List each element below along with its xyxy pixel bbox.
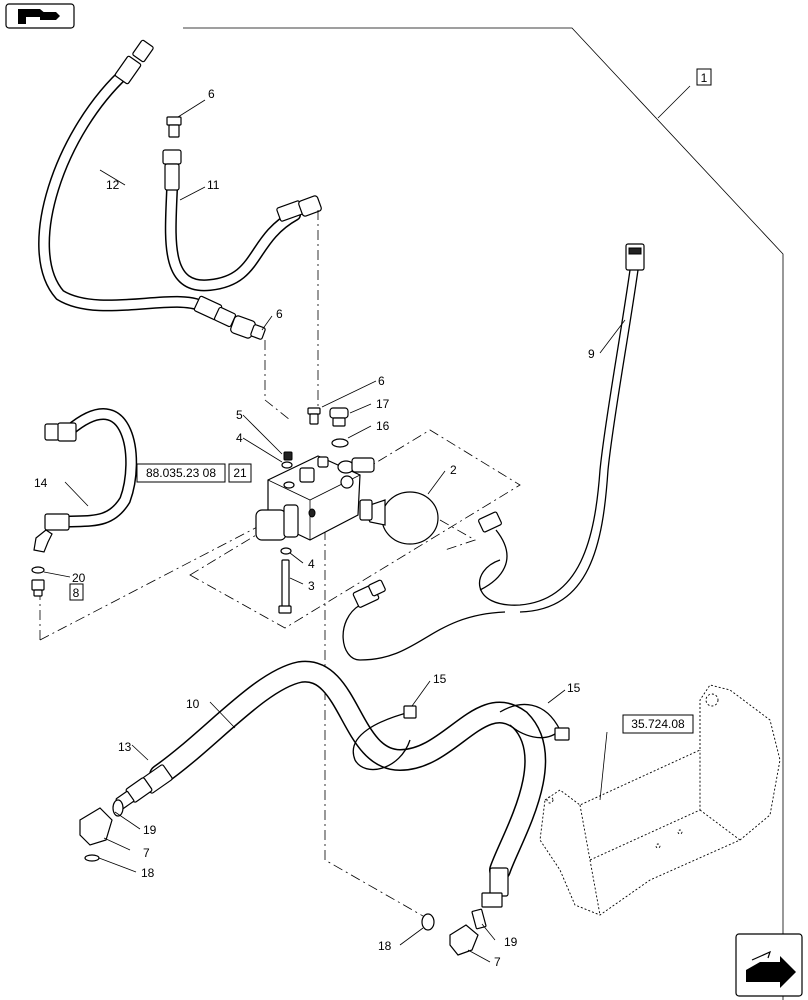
- plug-17: [329, 407, 349, 427]
- callout-10: 10: [186, 697, 200, 711]
- book-arrow-icon[interactable]: [5, 3, 75, 29]
- callout-15b: 15: [567, 681, 581, 695]
- hose-11: [162, 149, 322, 292]
- callout-18b: 18: [378, 939, 392, 953]
- callout-21: 21: [233, 466, 247, 480]
- callout-15a: 15: [433, 672, 447, 686]
- callout-6b: 6: [378, 374, 385, 388]
- callout-9: 9: [588, 347, 595, 361]
- callout-4b: 4: [308, 557, 315, 571]
- hose-10: [115, 660, 547, 908]
- callout-5: 5: [236, 408, 243, 422]
- callout-19b: 19: [504, 935, 518, 949]
- fitting-6b: [307, 407, 321, 425]
- fitting-6c: [230, 315, 266, 340]
- fitting-6a: [166, 116, 182, 138]
- clamp-15b: [499, 703, 570, 741]
- callout-4a: 4: [236, 431, 243, 445]
- callout-7a: 7: [143, 846, 150, 860]
- callout-17: 17: [376, 397, 390, 411]
- callout-13: 13: [118, 740, 132, 754]
- accumulator-2: [359, 491, 439, 545]
- callout-12: 12: [106, 178, 120, 192]
- callout-labels: 1 2 3 4 4 5 6 6 6 7 7 8 9 10 11 12 13 14…: [34, 68, 712, 969]
- callout-8: 8: [73, 586, 80, 600]
- callout-7b: 7: [494, 955, 501, 969]
- tray-35-724-08: [539, 684, 781, 916]
- harness-9: [342, 243, 645, 661]
- callout-2: 2: [450, 463, 457, 477]
- callout-20: 20: [72, 571, 86, 585]
- clamp-15a: [352, 705, 417, 771]
- callout-16: 16: [376, 419, 390, 433]
- callout-14: 14: [34, 476, 48, 490]
- callout-19a: 19: [143, 823, 157, 837]
- callout-1: 1: [701, 71, 708, 85]
- callout-6c: 6: [276, 307, 283, 321]
- elbow-7b: [421, 908, 487, 956]
- callout-3: 3: [308, 579, 315, 593]
- next-page-arrow-icon[interactable]: [735, 933, 803, 997]
- reference-valve[interactable]: 88.035.23 08: [146, 466, 216, 480]
- hose-14: [33, 408, 138, 553]
- callout-11: 11: [207, 178, 220, 192]
- hose-12: [38, 39, 237, 328]
- reference-tray[interactable]: 35.724.08: [631, 717, 685, 731]
- callout-6a: 6: [208, 87, 215, 101]
- elbow-7a: [79, 799, 124, 862]
- callout-18a: 18: [141, 866, 155, 880]
- valve-block: [255, 455, 375, 541]
